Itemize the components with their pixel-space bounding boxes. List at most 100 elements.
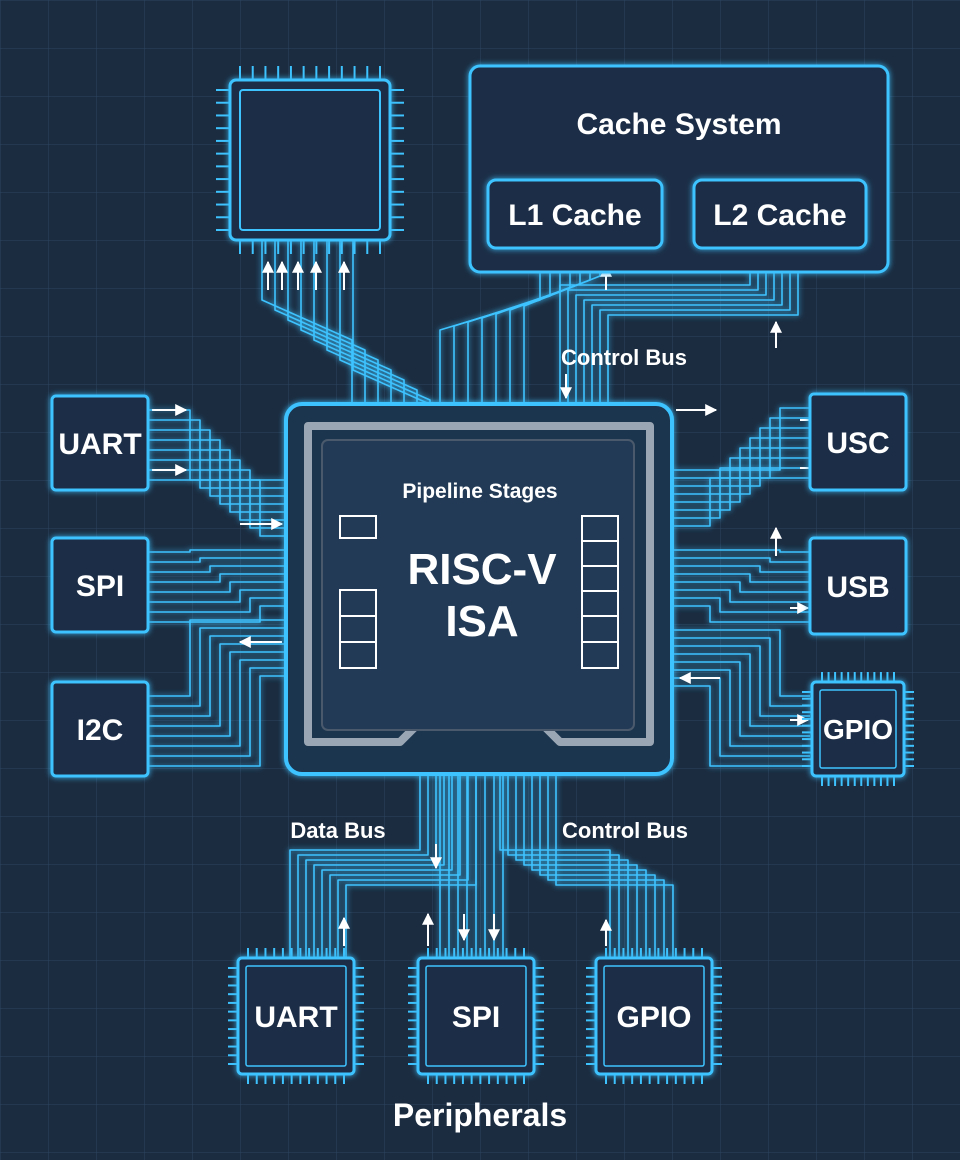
bus-traces — [148, 240, 810, 958]
processor-core: Pipeline Stages RISC-V ISA — [284, 402, 674, 776]
right-gpio-label: GPIO — [823, 714, 893, 745]
left-uart: UART — [50, 394, 150, 492]
bus-trace — [148, 469, 286, 529]
bus-trace — [672, 653, 810, 727]
bus-trace — [148, 619, 286, 697]
bottom-gpio-label: GPIO — [616, 1001, 691, 1034]
bus-trace — [148, 419, 286, 489]
bus-trace — [531, 774, 647, 958]
bus-trace — [499, 774, 611, 958]
bus-trace — [672, 589, 810, 603]
chip-icon — [408, 948, 544, 1084]
bus-trace — [672, 477, 810, 527]
chip-icon — [586, 948, 722, 1084]
bus-trace — [148, 589, 286, 603]
chip-pins — [408, 948, 544, 1084]
bus-trace — [591, 248, 783, 404]
bus-trace — [148, 627, 286, 707]
control-bus-top-label: Control Bus — [561, 345, 687, 370]
bus-trace — [672, 605, 810, 623]
bus-trace — [507, 774, 620, 958]
bus-trace — [672, 645, 810, 717]
bus-trace — [672, 467, 810, 519]
bus-trace — [148, 651, 286, 737]
bus-trace — [148, 557, 286, 563]
bus-trace — [148, 565, 286, 573]
bus-trace — [148, 549, 286, 553]
bus-trace — [326, 240, 418, 404]
bus-trace — [148, 581, 286, 593]
bus-trace — [148, 449, 286, 513]
bus-trace — [148, 659, 286, 747]
bus-trace — [515, 774, 629, 958]
bus-trace — [672, 549, 810, 553]
bus-trace — [672, 437, 810, 495]
bus-trace — [672, 661, 810, 737]
bottom-uart-box — [236, 956, 356, 1076]
bus-trace — [329, 774, 461, 958]
chip-pins — [216, 66, 404, 254]
bus-trace — [599, 248, 791, 404]
bus-trace — [672, 557, 810, 563]
bus-trace — [672, 669, 810, 747]
bus-trace — [274, 240, 366, 404]
left-i2c-label: I2C — [77, 714, 124, 747]
bottom-spi: SPI — [408, 948, 544, 1084]
bus-trace — [148, 605, 286, 623]
bus-trace — [672, 573, 810, 583]
bus-trace — [313, 774, 445, 958]
bus-trace — [672, 427, 810, 487]
isa-line-1: RISC-V — [407, 545, 557, 594]
bus-trace — [148, 459, 286, 521]
bus-trace — [672, 629, 810, 697]
bus-trace — [555, 774, 674, 958]
right-usc-label: USC — [826, 427, 889, 460]
right-usc-box — [808, 392, 908, 492]
bus-trace — [607, 248, 799, 404]
bottom-gpio-inner — [603, 965, 705, 1067]
left-spi: SPI — [50, 536, 150, 634]
bus-trace — [547, 774, 665, 958]
l1-cache: L1 Cache — [486, 178, 664, 250]
right-usb-label: USB — [826, 571, 889, 604]
right-usb-box — [808, 536, 908, 636]
bus-trace — [523, 774, 638, 958]
l2-cache: L2 Cache — [692, 178, 868, 250]
bus-trace — [672, 457, 810, 511]
chip-pins — [802, 672, 914, 786]
isa-line-2: ISA — [445, 597, 518, 646]
bus-trace — [539, 774, 656, 958]
bus-trace — [672, 597, 810, 613]
bottom-peripherals: UART SPI GPIO — [228, 948, 722, 1084]
bus-trace — [672, 685, 810, 767]
pipeline-left-column — [339, 515, 377, 669]
right-usc: USC — [808, 392, 908, 492]
chip-pins — [586, 948, 722, 1084]
bus-trace — [287, 240, 379, 404]
top-chip — [216, 66, 404, 254]
bus-trace — [672, 637, 810, 707]
left-uart-label: UART — [58, 428, 141, 461]
right-peripherals: USC USB GPIO — [802, 392, 914, 786]
bus-trace — [148, 479, 286, 537]
chip-icon — [216, 66, 404, 254]
bus-trace — [148, 643, 286, 727]
bottom-spi-inner — [425, 965, 527, 1067]
cache-system-title: Cache System — [576, 108, 781, 141]
bottom-uart-inner — [245, 965, 347, 1067]
bottom-gpio: GPIO — [586, 948, 722, 1084]
control-bus-bottom-label: Control Bus — [562, 818, 688, 843]
bottom-uart-label: UART — [254, 1001, 337, 1034]
bus-trace — [148, 439, 286, 505]
pipeline-right-column — [581, 515, 619, 669]
bottom-gpio-box — [594, 956, 714, 1076]
bus-trace — [305, 774, 437, 958]
right-gpio: GPIO — [802, 672, 914, 786]
l2-cache-label: L2 Cache — [713, 199, 846, 232]
left-uart-box — [50, 394, 150, 492]
bus-trace — [321, 774, 453, 958]
l1-cache-label: L1 Cache — [508, 199, 641, 232]
left-spi-box — [50, 536, 150, 634]
left-i2c-box — [50, 680, 150, 778]
